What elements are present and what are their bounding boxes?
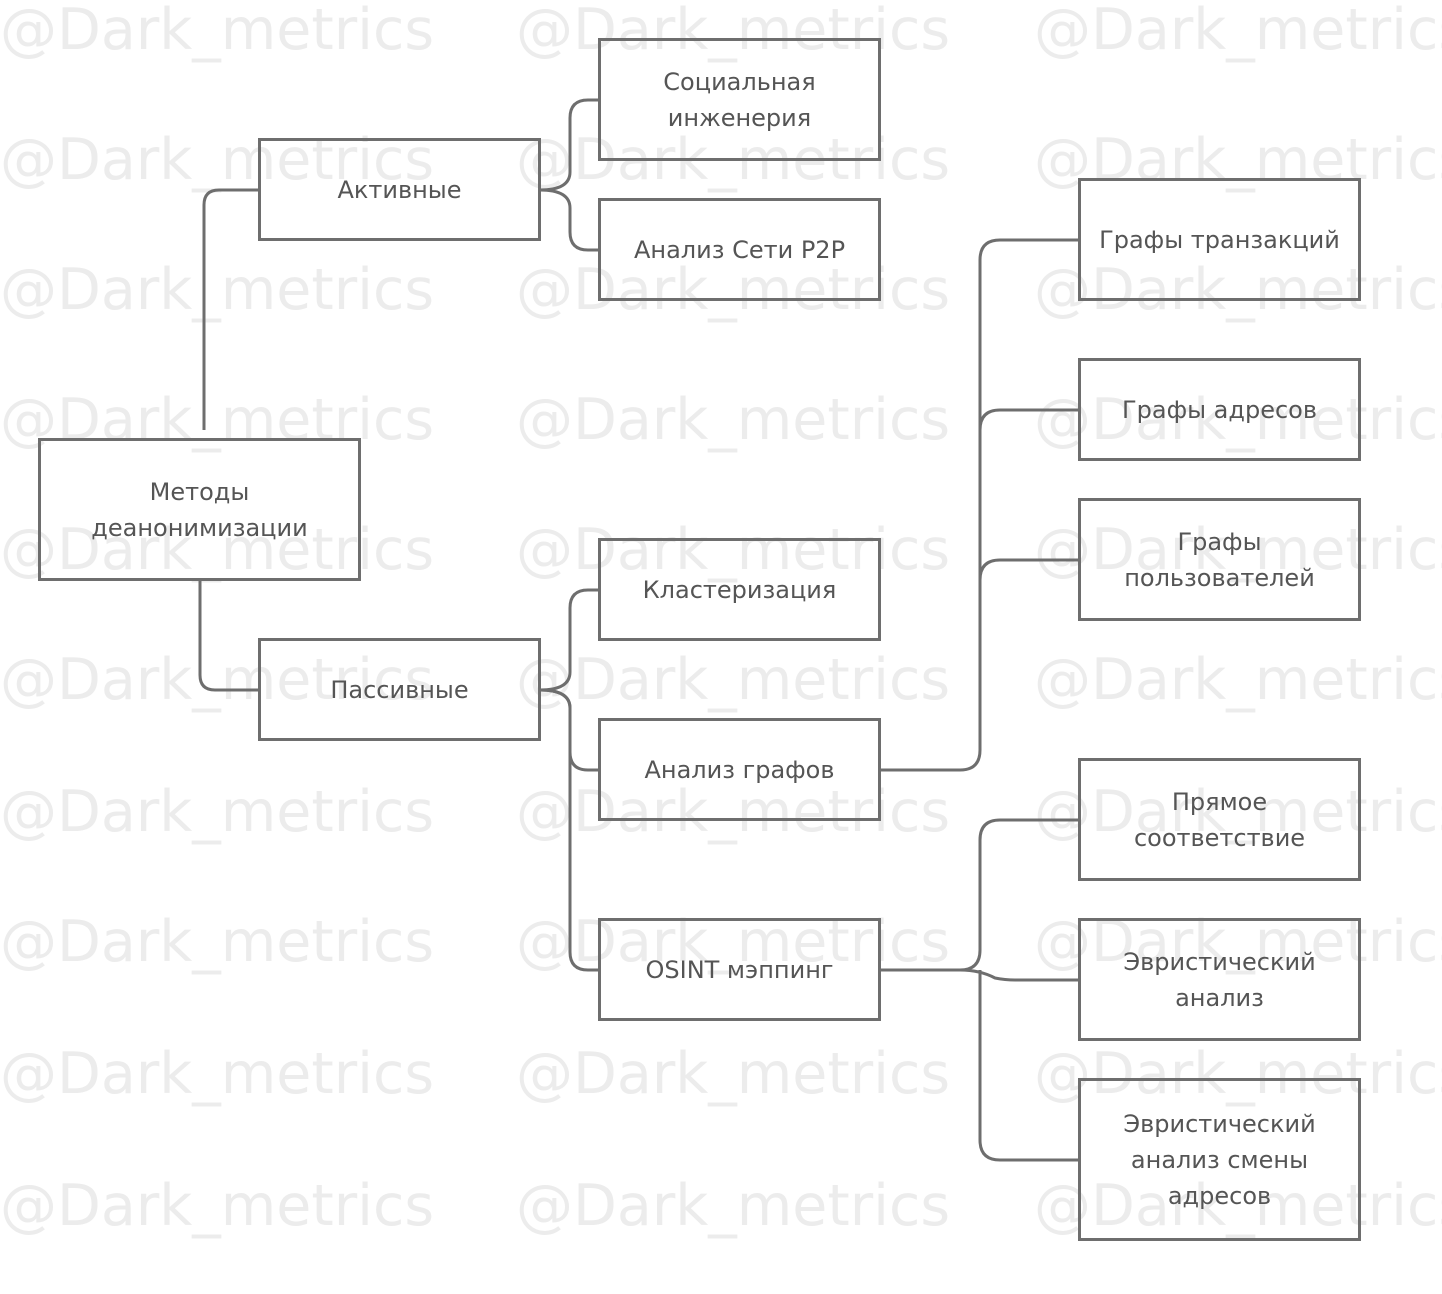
connector-root-active	[202, 188, 260, 430]
connector-graphs-users	[978, 558, 1080, 581]
node-direct-match: Прямое соответствие	[1078, 758, 1361, 881]
connector-passive-cluster	[539, 588, 600, 692]
node-graph-analysis: Анализ графов	[598, 718, 881, 821]
connector-active-social	[539, 98, 600, 192]
connector-passive-osint	[539, 688, 600, 972]
node-user-graphs: Графы пользователей	[1078, 498, 1361, 621]
node-osint-mapping: OSINT мэппинг	[598, 918, 881, 1021]
node-heuristic-address-change: Эвристический анализ смены адресов	[1078, 1078, 1361, 1241]
node-root: Методы деанонимизации	[38, 438, 361, 581]
connector-root-passive	[198, 580, 260, 692]
connector-active-p2p	[539, 188, 600, 252]
node-address-graphs: Графы адресов	[1078, 358, 1361, 461]
node-social-engineering: Социальная инженерия	[598, 38, 881, 161]
connector-graphs-tx	[880, 238, 1080, 772]
connector-osint-heuristic	[959, 968, 1080, 982]
node-transaction-graphs: Графы транзакций	[1078, 178, 1361, 301]
connector-osint-direct	[880, 818, 1080, 972]
node-passive: Пассивные	[258, 638, 541, 741]
node-clustering: Кластеризация	[598, 538, 881, 641]
connector-osint-heuristic-change	[978, 970, 1080, 1162]
connector-graphs-addr	[978, 408, 1080, 431]
node-p2p-analysis: Анализ Сети P2P	[598, 198, 881, 301]
node-heuristic-analysis: Эвристический анализ	[1078, 918, 1361, 1041]
node-active: Активные	[258, 138, 541, 241]
